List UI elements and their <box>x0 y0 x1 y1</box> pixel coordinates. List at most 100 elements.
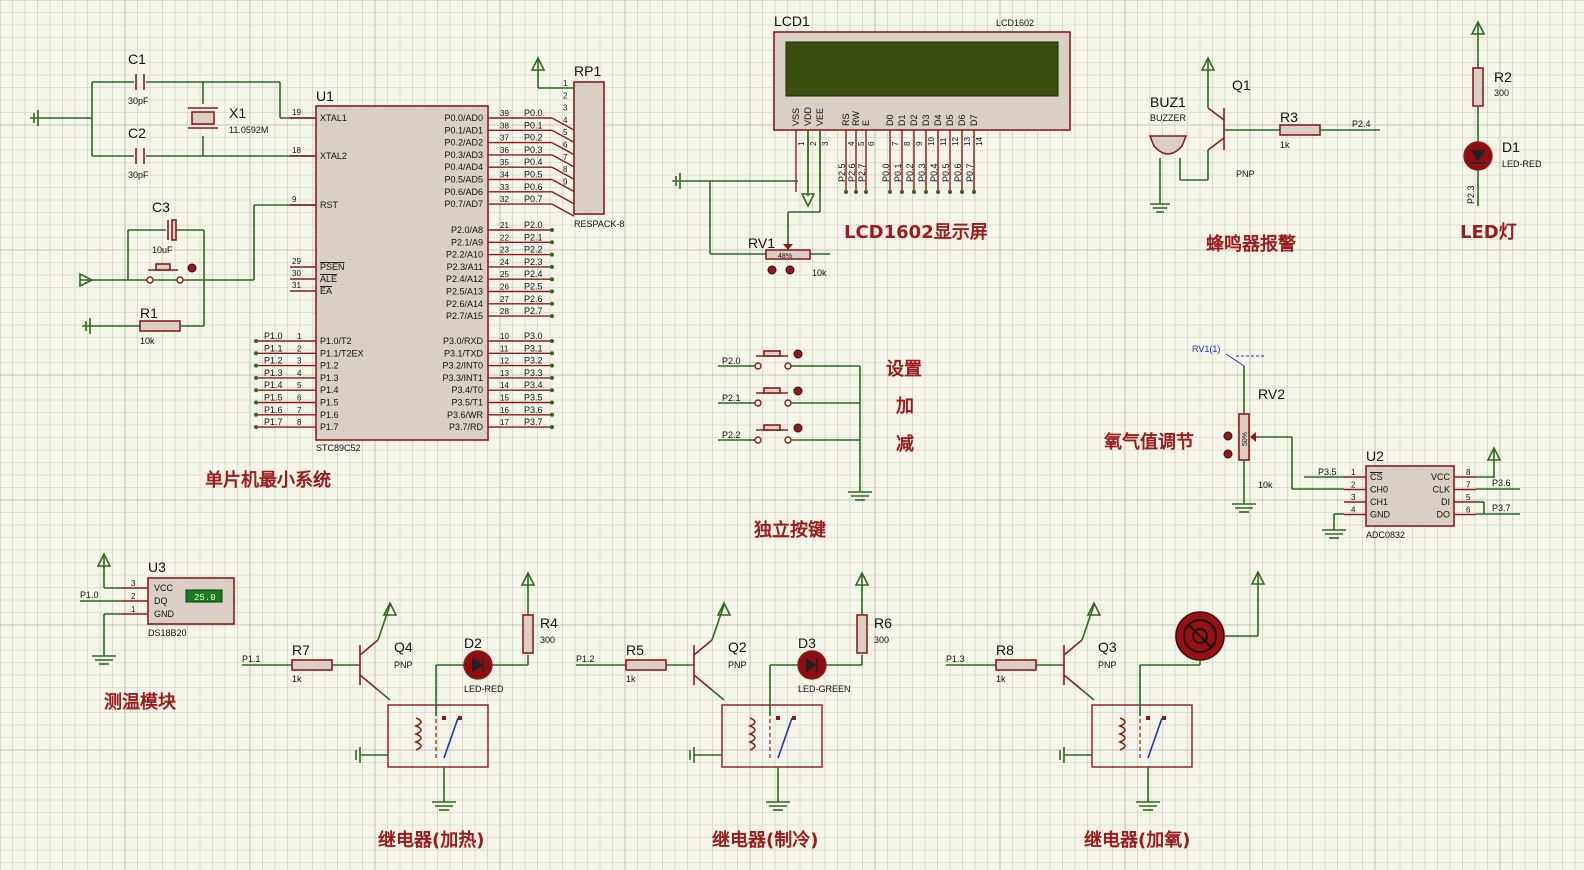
relay-r-value: 1k <box>626 674 636 684</box>
relay-led-resistor[interactable] <box>856 614 868 654</box>
adc-pin-num: 4 <box>1351 506 1356 515</box>
rp-pin-num: 6 <box>563 141 568 150</box>
r3-ref: R3 <box>1280 109 1298 125</box>
c1-ref: C1 <box>128 51 146 67</box>
mcu-pin-num: 35 <box>500 158 509 167</box>
mcu-chip[interactable]: U1 STC89C52 19XTAL118XTAL29RST29PSEN30AL… <box>254 88 575 453</box>
mcu-port-net: P3.4 <box>524 380 543 390</box>
lcd-pin-net: P0.3 <box>917 163 927 182</box>
relay-box[interactable] <box>721 704 823 768</box>
q1-type: PNP <box>1236 169 1255 179</box>
relay-box[interactable] <box>387 704 489 768</box>
mcu-pin-num: 26 <box>500 283 509 292</box>
relay-q-ref: Q4 <box>394 639 413 655</box>
adc-body[interactable] <box>1365 465 1455 527</box>
rp-pin-num: 4 <box>563 116 568 125</box>
mcu-pin-num: 33 <box>500 183 509 192</box>
relay-r-ref: R7 <box>292 642 310 658</box>
relay-rl-ref: R6 <box>874 615 892 631</box>
relay-d-part: LED-GREEN <box>798 684 851 694</box>
buzzer-section[interactable]: BUZ1 BUZZER Q1 PNP R3 1k P2.4 蜂鸣器报警 <box>1148 56 1380 255</box>
ds-pin-num: 2 <box>131 592 136 601</box>
r3-value: 1k <box>1280 140 1290 150</box>
relay-base-resistor[interactable] <box>995 659 1037 671</box>
mcu-port-net: P2.0 <box>524 220 543 230</box>
adc-pin-name: CS <box>1370 472 1383 482</box>
adc-pin-name: CLK <box>1432 485 1450 495</box>
relay-box[interactable] <box>1091 704 1193 768</box>
mcu-port-net: P2.1 <box>524 232 543 242</box>
lcd-pin-net: P0.6 <box>953 163 963 182</box>
mcu-port-net: P2.7 <box>524 306 543 316</box>
vcc-arrow-icon <box>520 571 536 586</box>
mcu-pin-name: P0.4/AD4 <box>444 162 483 172</box>
key-net: P2.2 <box>722 430 741 440</box>
vcc-arrow-icon <box>854 571 870 586</box>
mcu-pin-num: 24 <box>500 258 509 267</box>
key-rows[interactable]: P2.0P2.1P2.2 <box>718 349 860 444</box>
lcd-section[interactable]: LCD1 LCD1602 VSS1VDD2VEE3RS4P2.5RW5P2.6E… <box>672 13 1071 278</box>
relay-led-resistor[interactable] <box>522 614 534 654</box>
mcu-port-net: P2.4 <box>524 269 543 279</box>
keys-section[interactable]: P2.0P2.1P2.2 设置 加 减 独立按键 <box>718 349 922 541</box>
c1-value: 30pF <box>128 96 149 106</box>
lcd-pin-num: 1 <box>797 141 806 146</box>
mcu-port-net: P3.3 <box>524 368 543 378</box>
mcu-pin-name: P2.1/A9 <box>451 237 483 247</box>
led-section[interactable]: R2 300 D1 LED-RED P2.3 LED灯 <box>1460 20 1542 243</box>
lcd-pin-num: 14 <box>975 137 984 146</box>
mcu-pin-num: 22 <box>500 233 509 242</box>
relay-base-resistor[interactable] <box>625 659 667 671</box>
ds-pin-num: 1 <box>131 605 136 614</box>
lcd-pin-num: 6 <box>867 141 876 146</box>
relay-rl-value: 300 <box>874 635 889 645</box>
lcd-pin-num: 3 <box>821 141 830 146</box>
mcu-body[interactable] <box>315 105 489 441</box>
mcu-port-net: P0.0 <box>524 108 543 118</box>
rv2-value: 10k <box>1258 480 1273 490</box>
caption-key-add: 加 <box>895 396 914 417</box>
mcu-pin-name: RST <box>320 200 339 210</box>
key-button[interactable] <box>763 387 781 394</box>
mcu-pin-num: 37 <box>500 134 509 143</box>
mcu-pin-num: 29 <box>292 257 301 266</box>
mcu-pin-name: P3.5/T1 <box>451 398 483 408</box>
mcu-pin-name: XTAL1 <box>320 113 347 123</box>
rp-pin-num: 5 <box>563 128 568 137</box>
relay-r-ref: R8 <box>996 642 1014 658</box>
c2-value: 30pF <box>128 170 149 180</box>
relay-q-type: PNP <box>1098 660 1117 670</box>
key-button[interactable] <box>763 424 781 431</box>
mcu-pin-num: 8 <box>297 418 302 427</box>
mcu-pin-num: 38 <box>500 121 509 130</box>
mcu-part: STC89C52 <box>316 443 361 453</box>
rv2-pct: 50% <box>1242 432 1249 446</box>
power-arrow-icon <box>79 272 94 288</box>
relay-switch-icon <box>777 717 793 759</box>
rv2-ref: RV2 <box>1258 386 1285 402</box>
mcu-minimum-system[interactable]: C1 30pF C2 30pF X1 11.0592M C <box>30 51 624 491</box>
relay-base-resistor[interactable] <box>291 659 333 671</box>
reset-circuit[interactable]: C3 10uF R1 10k <box>79 199 316 346</box>
ds18b20-reading: 25.0 <box>194 593 216 603</box>
mcu-port-net: P3.5 <box>524 393 543 403</box>
mcu-pin-name: P1.1/T2EX <box>320 348 364 358</box>
vcc-arrow-icon <box>382 601 398 616</box>
adc-pin-net: P3.6 <box>1492 478 1511 488</box>
relay-d-ref: D2 <box>464 635 482 651</box>
key-button[interactable] <box>763 350 781 357</box>
relay-rl-value: 300 <box>540 635 555 645</box>
relay-coil-icon <box>413 717 422 751</box>
crystal-circuit[interactable]: C1 30pF C2 30pF X1 11.0592M <box>30 51 316 180</box>
mcu-pin-num: 32 <box>500 195 509 204</box>
mcu-pin-name: P2.0/A8 <box>451 225 483 235</box>
